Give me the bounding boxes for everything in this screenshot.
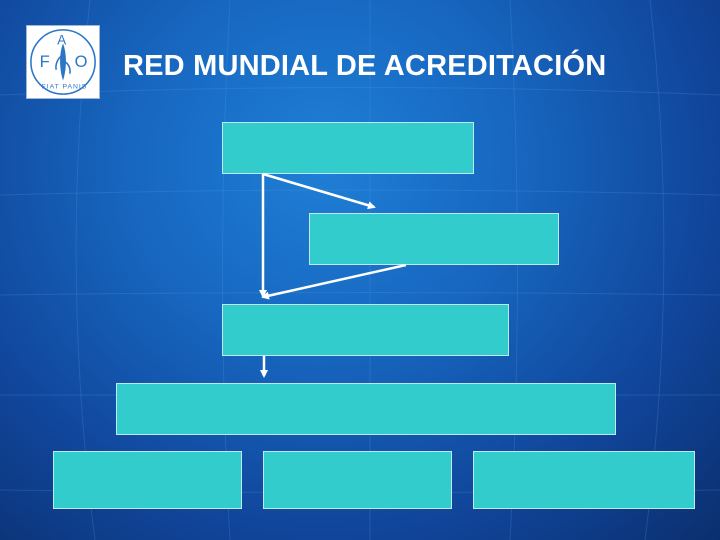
diagram-box-right — [309, 213, 559, 265]
diagram-box-bottom-center — [263, 451, 452, 509]
fao-logo: F A O FIAT PANIS — [26, 25, 100, 99]
logo-letter-o: O — [75, 52, 88, 71]
logo-letter-a: A — [57, 32, 67, 47]
diagram-box-wide — [116, 383, 616, 435]
diagram-box-middle — [222, 304, 509, 356]
logo-motto: FIAT PANIS — [42, 83, 88, 90]
slide-title: RED MUNDIAL DE ACREDITACIÓN — [123, 50, 607, 82]
diagram-box-top — [222, 122, 474, 174]
logo-letter-f: F — [40, 52, 50, 71]
diagram-box-bottom-right — [473, 451, 695, 509]
diagram-box-bottom-left — [53, 451, 242, 509]
